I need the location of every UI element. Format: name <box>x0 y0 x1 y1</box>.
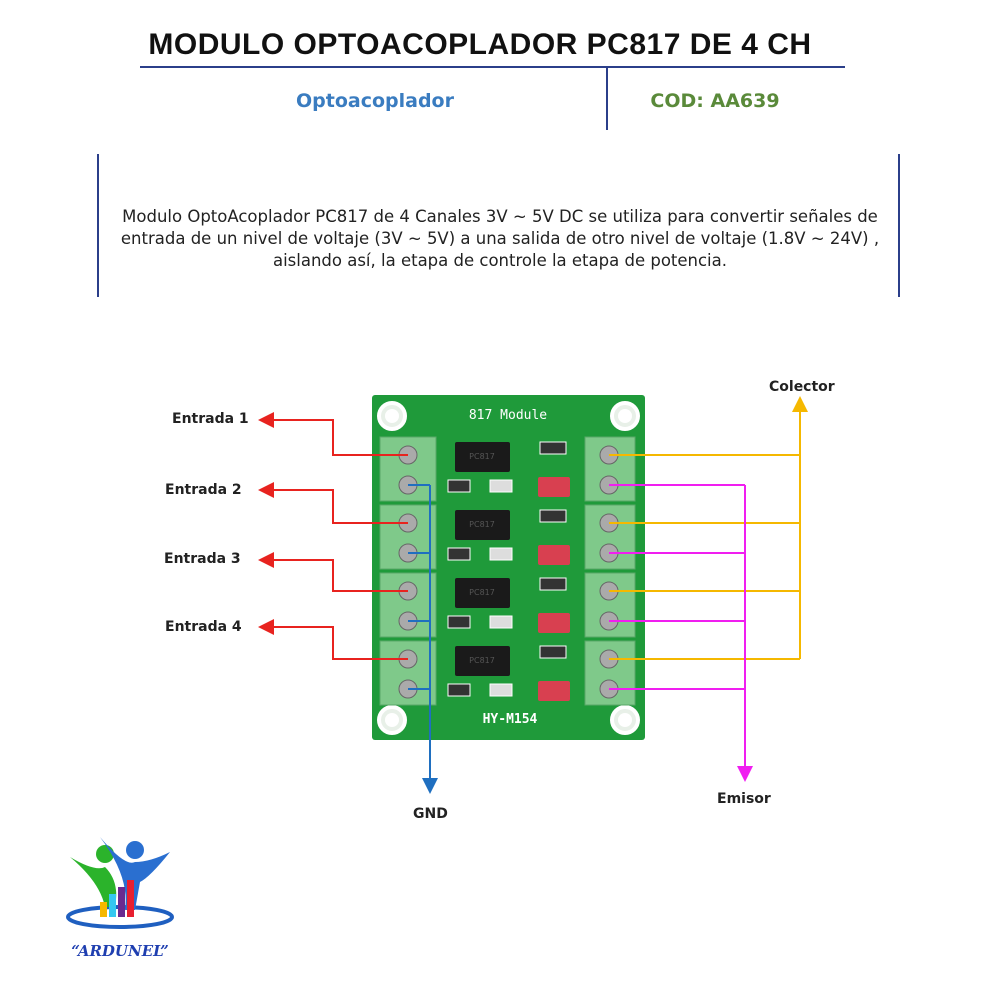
title-divider <box>140 66 845 68</box>
logo-text: “ARDUNEL” <box>71 942 169 960</box>
led <box>489 479 513 493</box>
led <box>489 547 513 561</box>
jumper <box>538 613 570 633</box>
resistor <box>447 683 471 697</box>
logo-graphic <box>66 837 174 929</box>
input-wire-1 <box>258 412 408 456</box>
optocoupler-chip <box>455 510 510 540</box>
board-bottom-label: HY-M154 <box>483 712 538 727</box>
label-gnd: GND <box>413 806 448 822</box>
chip-label: PC817 <box>469 656 495 665</box>
chip-label: PC817 <box>469 452 495 461</box>
board-top-label: 817 Module <box>469 408 547 423</box>
product-code: COD: AA639 <box>650 90 780 112</box>
resistor <box>539 577 567 591</box>
input-wire-4 <box>258 619 408 660</box>
jumper <box>538 545 570 565</box>
label-entrada-1: Entrada 1 <box>172 411 249 427</box>
label-colector: Colector <box>769 379 835 395</box>
optocoupler-chip <box>455 646 510 676</box>
resistor <box>539 645 567 659</box>
led <box>489 615 513 629</box>
page-title: MODULO OPTOACOPLADOR PC817 DE 4 CH <box>148 28 812 61</box>
header-divider <box>606 68 608 130</box>
resistor <box>539 509 567 523</box>
ardunel-logo: “ARDUNEL” <box>60 832 180 962</box>
chip-label: PC817 <box>469 588 495 597</box>
category-label: Optoacoplador <box>296 90 454 112</box>
label-emisor: Emisor <box>717 791 771 807</box>
led <box>489 683 513 697</box>
label-entrada-4: Entrada 4 <box>165 619 242 635</box>
resistor <box>539 441 567 455</box>
desc-right-border <box>898 154 900 297</box>
description: Modulo OptoAcoplador PC817 de 4 Canales … <box>120 207 880 270</box>
optocoupler-chip <box>455 442 510 472</box>
resistor <box>447 479 471 493</box>
label-entrada-3: Entrada 3 <box>164 551 241 567</box>
jumper <box>538 681 570 701</box>
resistor <box>447 547 471 561</box>
optocoupler-chip <box>455 578 510 608</box>
jumper <box>538 477 570 497</box>
chip-label: PC817 <box>469 520 495 529</box>
label-entrada-2: Entrada 2 <box>165 482 242 498</box>
resistor <box>447 615 471 629</box>
input-wire-2 <box>258 482 408 524</box>
desc-left-border <box>97 154 99 297</box>
input-wire-3 <box>258 552 408 592</box>
